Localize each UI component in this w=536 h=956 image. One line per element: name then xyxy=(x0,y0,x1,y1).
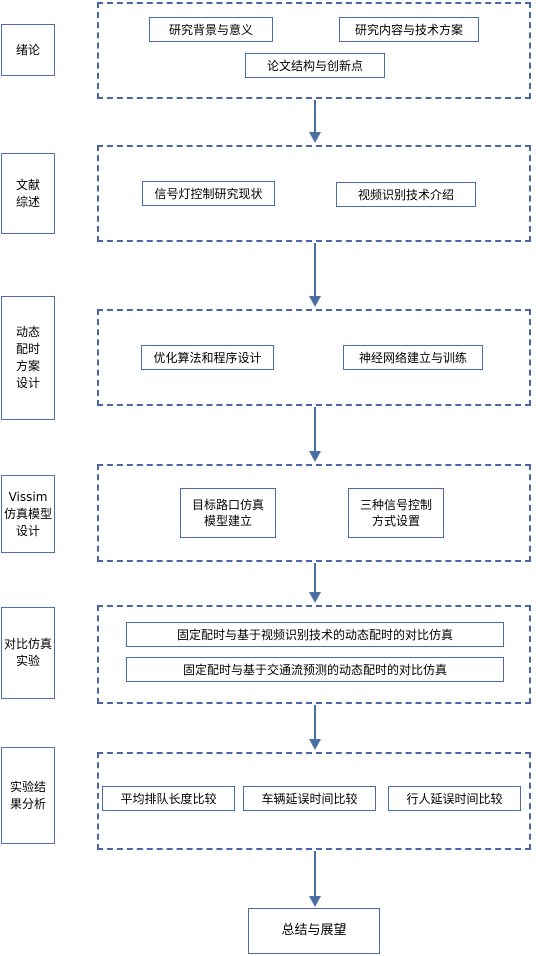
arrow-1 xyxy=(309,100,321,143)
box-conclusion: 总结与展望 xyxy=(248,908,380,954)
stage-group-simulation xyxy=(97,605,531,704)
box-signal-research: 信号灯控制研究现状 xyxy=(142,181,275,206)
arrow-5 xyxy=(309,705,321,750)
stage-label-literature: 文献综述 xyxy=(1,153,55,234)
stage-label-intro: 绪论 xyxy=(1,24,55,76)
box-vehicle-delay: 车辆延误时间比较 xyxy=(243,786,376,811)
stage-label-dynamic-design: 动态配时方案设计 xyxy=(1,296,55,420)
box-optimization-algorithm: 优化算法和程序设计 xyxy=(141,345,274,370)
stage-group-vissim xyxy=(97,464,531,562)
arrow-4 xyxy=(309,563,321,603)
arrow-3 xyxy=(309,407,321,462)
stage-group-dynamic-design xyxy=(97,309,531,406)
box-neural-network: 神经网络建立与训练 xyxy=(343,345,483,370)
box-video-comparison: 固定配时与基于视频识别技术的动态配时的对比仿真 xyxy=(126,622,504,647)
box-thesis-structure: 论文结构与创新点 xyxy=(245,53,385,78)
box-flow-prediction-comparison: 固定配时与基于交通流预测的动态配时的对比仿真 xyxy=(126,657,504,682)
stage-group-intro xyxy=(97,2,531,99)
box-research-background: 研究背景与意义 xyxy=(149,17,273,42)
arrow-6 xyxy=(309,851,321,907)
stage-group-literature xyxy=(97,145,531,242)
box-queue-length: 平均排队长度比较 xyxy=(102,786,235,811)
stage-label-vissim: Vissim仿真模型设计 xyxy=(1,475,55,553)
stage-group-analysis xyxy=(97,752,531,850)
arrow-2 xyxy=(309,243,321,307)
stage-label-simulation: 对比仿真实验 xyxy=(1,607,55,699)
box-pedestrian-delay: 行人延误时间比较 xyxy=(388,786,521,811)
box-signal-modes: 三种信号控制 方式设置 xyxy=(348,488,444,538)
box-video-recognition: 视频识别技术介绍 xyxy=(336,182,476,207)
box-intersection-model: 目标路口仿真 模型建立 xyxy=(180,488,276,538)
box-research-content: 研究内容与技术方案 xyxy=(339,17,479,42)
stage-label-analysis: 实验结果分析 xyxy=(1,747,55,844)
